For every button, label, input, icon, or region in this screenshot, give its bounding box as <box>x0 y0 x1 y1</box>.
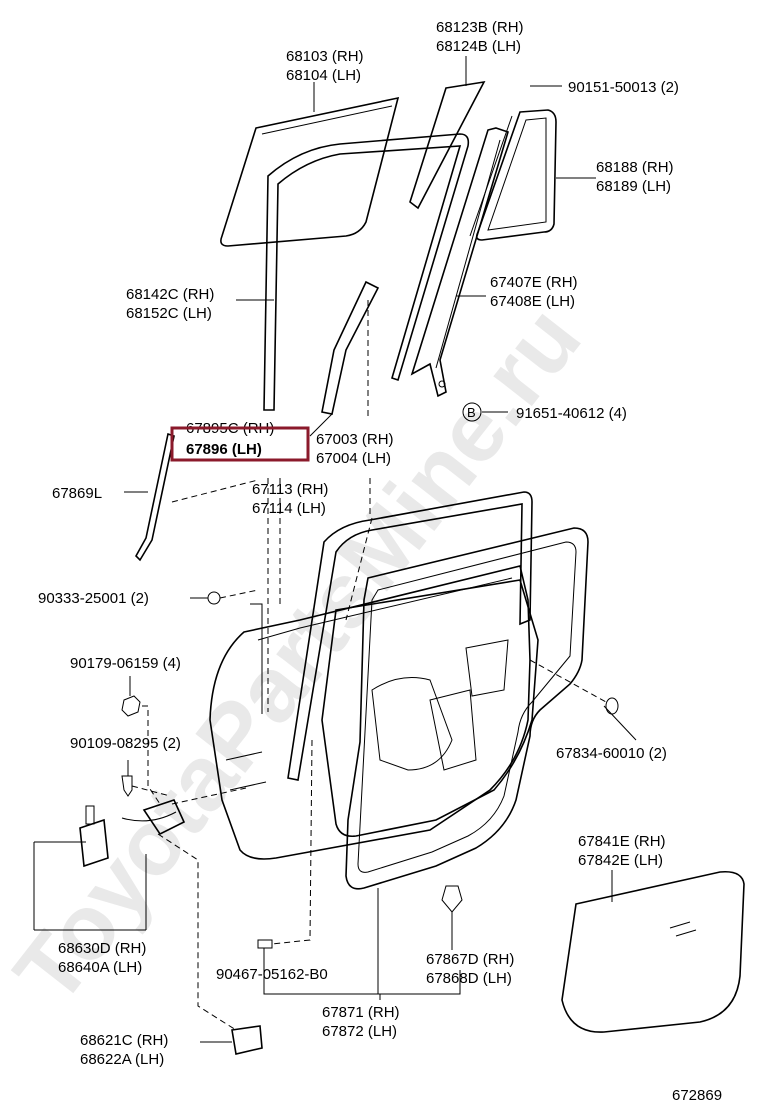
label-67408e-lh: 67408E (LH) <box>490 293 575 310</box>
door-frame-drawing <box>287 491 533 781</box>
label-68124b-lh: 68124B (LH) <box>436 38 521 55</box>
callout-b-letter: B <box>467 405 476 420</box>
clip-drawing <box>441 885 463 913</box>
plug-drawing <box>605 697 619 715</box>
center-weatherstrip-drawing <box>321 280 380 415</box>
label-68630d-rh: 68630D (RH) <box>58 940 146 957</box>
service-hole-cover-drawing <box>561 870 745 1033</box>
label-67842e-lh: 67842E (LH) <box>578 852 663 869</box>
label-68189-lh: 68189 (LH) <box>596 178 671 195</box>
glass-run-channel-drawing <box>263 133 470 411</box>
division-bar-drawing <box>410 127 509 398</box>
leader-lines <box>33 56 637 1043</box>
label-68188-rh: 68188 (RH) <box>596 159 674 176</box>
outer-weatherstrip-drawing <box>135 432 175 562</box>
label-67841e-rh: 67841E (RH) <box>578 833 666 850</box>
label-67003-rh: 67003 (RH) <box>316 431 394 448</box>
label-68640a-lh: 68640A (LH) <box>58 959 142 976</box>
label-91651: 91651-40612 (4) <box>516 405 627 422</box>
label-68123b-rh: 68123B (RH) <box>436 19 524 36</box>
label-68142c-rh: 68142C (RH) <box>126 286 214 303</box>
label-90467: 90467-05162-B0 <box>216 966 328 983</box>
label-90109: 90109-08295 (2) <box>70 735 181 752</box>
label-90333: 90333-25001 (2) <box>38 590 149 607</box>
door-weatherstrip-drawing <box>345 527 589 890</box>
highlight-box <box>170 426 310 462</box>
door-glass-drawing <box>220 96 400 247</box>
label-68621c-rh: 68621C (RH) <box>80 1032 168 1049</box>
label-67867d-rh: 67867D (RH) <box>426 951 514 968</box>
label-68104-lh: 68104 (LH) <box>286 67 361 84</box>
door-check-drawing <box>79 818 109 868</box>
label-67869l: 67869L <box>52 485 102 502</box>
part-labels: 68103 (RH) 68104 (LH) 68123B (RH) 68124B… <box>38 19 722 1104</box>
label-68103-rh: 68103 (RH) <box>286 48 364 65</box>
quarter-glass-drawing <box>409 80 486 210</box>
diagram-ref-code: 672869 <box>672 1087 722 1104</box>
label-67896-lh: 67896 (LH) <box>186 441 262 458</box>
bolt-drawing <box>121 775 133 797</box>
label-67113-rh: 67113 (RH) <box>252 481 328 498</box>
label-67834: 67834-60010 (2) <box>556 745 667 762</box>
callout-b-circle <box>462 402 482 422</box>
label-68622a-lh: 68622A (LH) <box>80 1051 164 1068</box>
label-67871-rh: 67871 (RH) <box>322 1004 400 1021</box>
part-drawings <box>79 80 745 1055</box>
dashed-guides <box>131 300 607 1031</box>
label-67407e-rh: 67407E (RH) <box>490 274 578 291</box>
label-67114-lh: 67114 (LH) <box>252 500 326 517</box>
nut-drawing <box>121 695 141 717</box>
label-67004-lh: 67004 (LH) <box>316 450 391 467</box>
inner-door-panel-drawing <box>321 579 539 838</box>
label-68152c-lh: 68152C (LH) <box>126 305 212 322</box>
label-90179: 90179-06159 (4) <box>70 655 181 672</box>
label-67868d-lh: 67868D (LH) <box>426 970 512 987</box>
label-90151: 90151-50013 (2) <box>568 79 679 96</box>
door-outer-panel-drawing <box>209 565 531 860</box>
label-67872-lh: 67872 (LH) <box>322 1023 397 1040</box>
small-clip-drawing <box>257 939 273 949</box>
hinge-cover-drawing <box>231 1025 263 1055</box>
hole-plug-drawing <box>207 591 221 605</box>
